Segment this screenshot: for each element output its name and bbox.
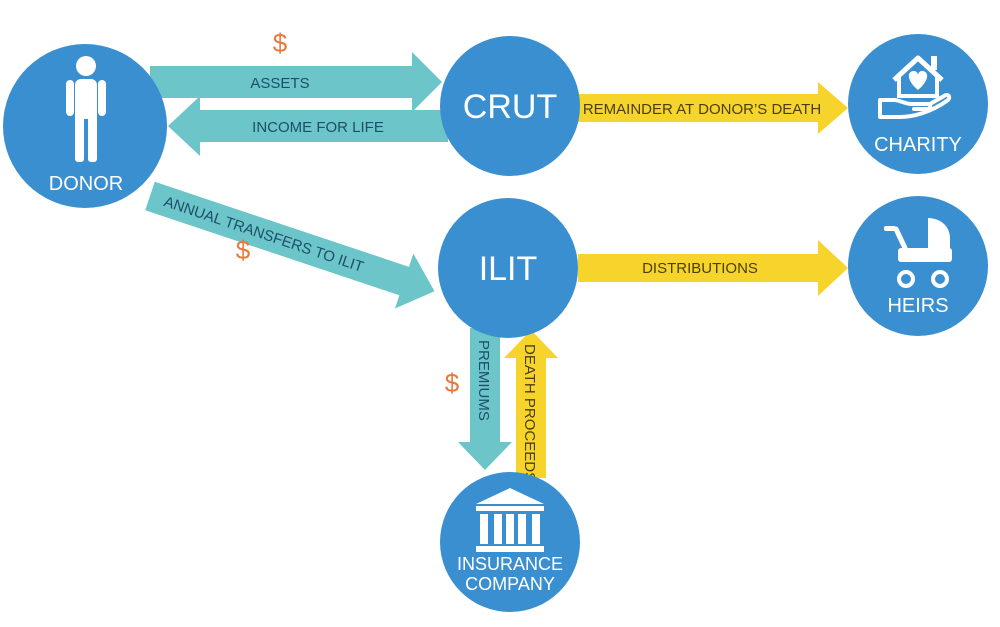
heirs-label: HEIRS [887, 295, 948, 317]
donor-label: DONOR [49, 173, 123, 195]
crut-label: CRUT [463, 88, 557, 126]
ilit-label: ILIT [479, 250, 538, 288]
income-for-life-arrow [168, 96, 448, 156]
assets-label: ASSETS [250, 75, 309, 92]
dollar-sign-assets: $ [273, 28, 288, 58]
death-proceeds-arrow [504, 330, 558, 478]
charity-node: CHARITY [848, 34, 988, 174]
insurance-label-line1: INSURANCE [457, 554, 563, 574]
insurance-node: INSURANCE COMPANY [440, 472, 580, 612]
death-proceeds-label: DEATH PROCEEDS [521, 344, 538, 482]
dollar-sign-premiums: $ [445, 368, 460, 398]
heart-house-hand-icon [878, 55, 952, 119]
person-icon [66, 56, 106, 162]
baby-carriage-icon [884, 218, 952, 288]
remainder-arrow [578, 82, 848, 134]
ilit-node: ILIT [438, 198, 578, 338]
distributions-label: DISTRIBUTIONS [642, 260, 758, 277]
income-for-life-label: INCOME FOR LIFE [252, 119, 384, 136]
remainder-label: REMAINDER AT DONOR’S DEATH [583, 101, 821, 118]
annual-transfers-label: ANNUAL TRANSFERS TO ILIT [162, 193, 366, 276]
crut-node: CRUT [440, 36, 580, 176]
insurance-label-line2: COMPANY [465, 574, 555, 594]
donor-node: DONOR [3, 44, 167, 208]
premiums-arrow [458, 328, 512, 470]
annual-transfers-arrow [145, 181, 435, 309]
assets-arrow [150, 52, 442, 112]
distributions-arrow [578, 240, 848, 296]
heirs-node: HEIRS [848, 196, 988, 336]
bank-building-icon [476, 488, 544, 552]
dollar-sign-transfers: $ [236, 235, 251, 265]
charity-label: CHARITY [874, 134, 962, 156]
premiums-label: PREMIUMS [475, 340, 492, 421]
